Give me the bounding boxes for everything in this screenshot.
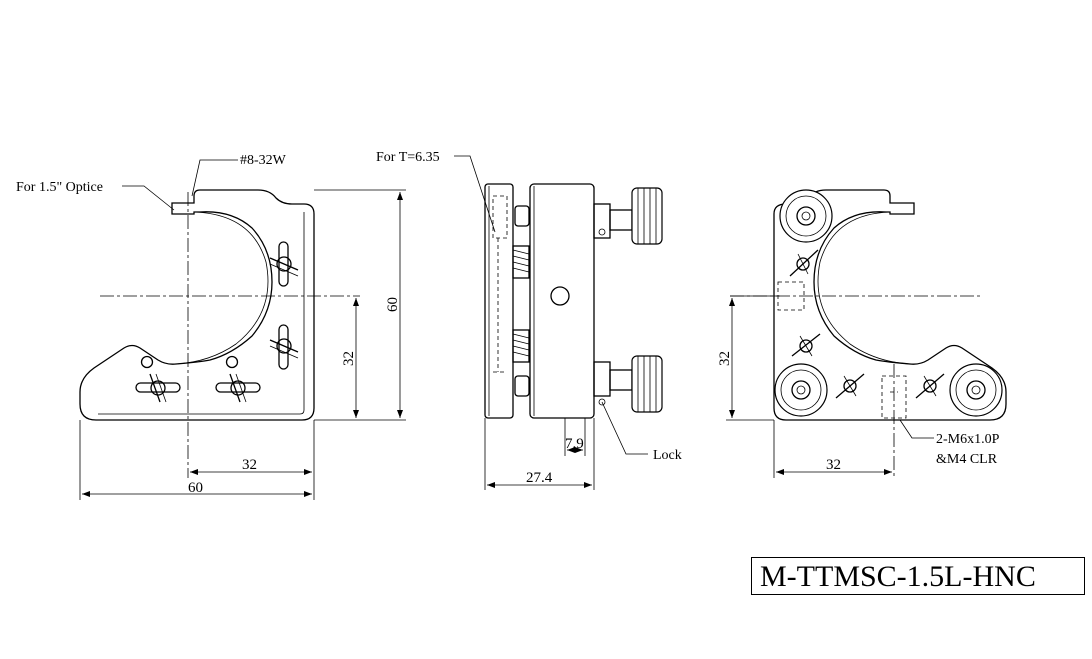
- rear-lock-screw-4: [915, 373, 945, 399]
- rear-lock-screw-2: [791, 333, 821, 357]
- side-adjuster-top: [593, 187, 663, 245]
- mount-holes-label-line2: &M4 CLR: [936, 452, 998, 467]
- lock-label: Lock: [653, 448, 682, 463]
- mount-holes-label-line1: 2-M6x1.0P: [936, 432, 1000, 447]
- optic-label: For 1.5" Optice: [16, 180, 103, 195]
- front-plate-inner-edge: [98, 212, 305, 415]
- rear-optic-bore: [817, 211, 911, 365]
- dim-side-offset: 7.9: [565, 436, 584, 452]
- model-number: M-TTMSC-1.5L-HNC: [760, 560, 1036, 593]
- rear-view: [726, 189, 1007, 478]
- dim-front-center-height: 32: [341, 351, 357, 366]
- side-spring-top: [512, 245, 530, 279]
- dim-rear-center-height: 32: [717, 351, 733, 366]
- side-optic-retainer: [492, 195, 508, 239]
- front-optic-bore: [175, 211, 269, 365]
- rear-lock-screw-3: [835, 373, 865, 399]
- thread-label: #8-32W: [240, 153, 287, 168]
- thickness-label: For T=6.35: [376, 150, 440, 165]
- side-adjuster-bottom: [593, 355, 663, 413]
- dim-front-center-width: 32: [242, 457, 257, 473]
- model-number-box: M-TTMSC-1.5L-HNC: [751, 557, 1085, 595]
- front-hole-right: [225, 355, 239, 369]
- dim-front-height: 60: [385, 297, 401, 312]
- dim-side-depth: 27.4: [526, 470, 553, 486]
- rear-knob-top: [779, 189, 833, 243]
- side-front-plate: [484, 183, 514, 419]
- dim-front-width: 60: [188, 480, 203, 496]
- rear-knob-bottom-left: [774, 363, 828, 417]
- front-adjuster-middle: [269, 324, 299, 370]
- side-rear-plate: [529, 183, 595, 419]
- front-adjuster-top: [269, 241, 299, 287]
- rear-lock-screw-1: [789, 249, 819, 277]
- side-center-hole: [550, 286, 570, 306]
- side-spring-bottom: [512, 329, 530, 363]
- side-view: [454, 155, 663, 490]
- front-plate-outline: [79, 189, 315, 421]
- dim-rear-center-width: 32: [826, 457, 841, 473]
- front-hole-left: [140, 355, 154, 369]
- front-view: [79, 159, 406, 500]
- rear-knob-bottom-right: [949, 363, 1003, 417]
- front-adjuster-left: [135, 373, 181, 403]
- front-adjuster-right: [215, 373, 261, 403]
